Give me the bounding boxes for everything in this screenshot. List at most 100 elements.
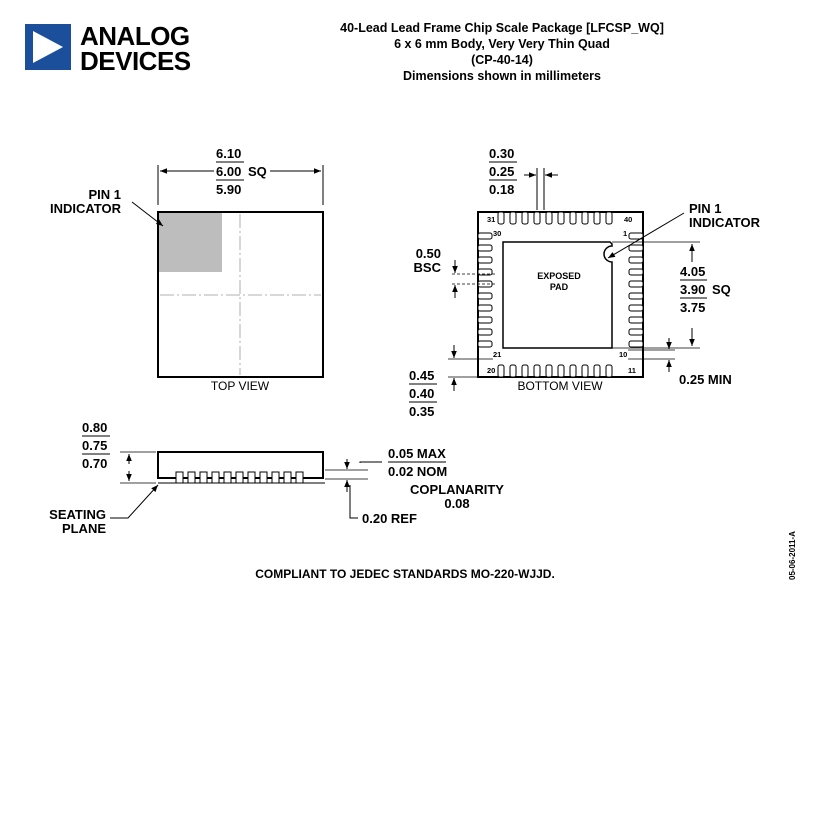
header-line-4: Dimensions shown in millimeters bbox=[403, 69, 601, 83]
height-max: 0.80 bbox=[82, 420, 107, 435]
lead-width-nom: 0.25 bbox=[489, 164, 514, 179]
pitch-value: 0.50 bbox=[416, 246, 441, 261]
analog-devices-logo: ANALOG DEVICES bbox=[25, 21, 191, 76]
edge-min-label: 0.25 MIN bbox=[679, 372, 732, 387]
bottom-pin1-label-2: INDICATOR bbox=[689, 215, 761, 230]
lead-bottom bbox=[557, 364, 565, 378]
lead-top bbox=[569, 211, 577, 225]
lead-length-max: 0.45 bbox=[409, 368, 434, 383]
lead-bottom bbox=[545, 364, 553, 378]
side-leads bbox=[175, 471, 304, 484]
pad-dim-min: 3.75 bbox=[680, 300, 705, 315]
coplanarity-value: 0.08 bbox=[444, 496, 469, 511]
lead-top bbox=[521, 211, 529, 225]
header-line-1: 40-Lead Lead Frame Chip Scale Package [L… bbox=[340, 21, 664, 35]
logo-word-analog: ANALOG bbox=[80, 21, 190, 51]
exposed-pad-label-1: EXPOSED bbox=[537, 271, 581, 281]
side-lead bbox=[187, 471, 196, 484]
lead-right bbox=[628, 292, 644, 300]
lead-bottom bbox=[593, 364, 601, 378]
pin-number-21: 21 bbox=[493, 350, 501, 359]
lead-right bbox=[628, 304, 644, 312]
lead-bottom bbox=[521, 364, 529, 378]
lead-top bbox=[533, 211, 541, 225]
side-lead bbox=[271, 471, 280, 484]
lead-left bbox=[477, 256, 493, 264]
lead-bottom bbox=[497, 364, 505, 378]
seating-plane-leader bbox=[110, 484, 159, 519]
top-pin1-label-2: INDICATOR bbox=[50, 201, 122, 216]
exposed-pad-label-2: PAD bbox=[550, 282, 569, 292]
bottom-view-caption: BOTTOM VIEW bbox=[517, 379, 603, 393]
top-dim-nom: 6.00 bbox=[216, 164, 241, 179]
lead-width-max: 0.30 bbox=[489, 146, 514, 161]
side-lead bbox=[247, 471, 256, 484]
pin-number-20: 20 bbox=[487, 366, 495, 375]
side-lead bbox=[259, 471, 268, 484]
lead-length-min: 0.35 bbox=[409, 404, 434, 419]
lead-bottom bbox=[509, 364, 517, 378]
lead-top bbox=[497, 211, 505, 225]
pin-number-1: 1 bbox=[623, 229, 627, 238]
standoff-leader bbox=[359, 461, 382, 463]
height-nom: 0.75 bbox=[82, 438, 107, 453]
lead-top bbox=[605, 211, 613, 225]
lead-left bbox=[477, 244, 493, 252]
height-min: 0.70 bbox=[82, 456, 107, 471]
bottom-leads bbox=[477, 211, 644, 378]
lead-right bbox=[628, 340, 644, 348]
seating-plane-label-1: SEATING bbox=[49, 507, 106, 522]
lead-left bbox=[477, 292, 493, 300]
lead-left bbox=[477, 268, 493, 276]
pad-dim-max: 4.05 bbox=[680, 264, 705, 279]
top-pin1-leader bbox=[131, 201, 164, 227]
pin-number-11: 11 bbox=[628, 366, 636, 375]
header-block: 40-Lead Lead Frame Chip Scale Package [L… bbox=[340, 21, 664, 83]
top-dim-max: 6.10 bbox=[216, 146, 241, 161]
pad-dim-suffix: SQ bbox=[712, 282, 731, 297]
top-dim-min: 5.90 bbox=[216, 182, 241, 197]
seating-plane-label-2: PLANE bbox=[62, 521, 106, 536]
lead-bottom bbox=[569, 364, 577, 378]
lead-bottom bbox=[581, 364, 589, 378]
lead-left bbox=[477, 232, 493, 240]
compliance-note: COMPLIANT TO JEDEC STANDARDS MO-220-WJJD… bbox=[255, 567, 555, 581]
lead-right bbox=[628, 256, 644, 264]
lead-left bbox=[477, 328, 493, 336]
lead-bottom bbox=[533, 364, 541, 378]
exposed-pad-outline bbox=[502, 241, 613, 349]
standoff-max: 0.05 MAX bbox=[388, 446, 446, 461]
logo-word-devices: DEVICES bbox=[80, 46, 191, 76]
side-lead bbox=[211, 471, 220, 484]
side-lead bbox=[223, 471, 232, 484]
side-lead bbox=[283, 471, 292, 484]
top-dim-suffix: SQ bbox=[248, 164, 267, 179]
lead-bottom bbox=[605, 364, 613, 378]
bottom-pin1-leader bbox=[607, 212, 685, 259]
side-lead bbox=[175, 471, 184, 484]
side-view: 0.80 0.75 0.70 SEATING PLANE 0.05 MAX 0.… bbox=[49, 420, 504, 536]
lead-top bbox=[581, 211, 589, 225]
lead-width-min: 0.18 bbox=[489, 182, 514, 197]
lead-length-nom: 0.40 bbox=[409, 386, 434, 401]
revision-code: 05-06-2011-A bbox=[788, 531, 797, 580]
side-lead bbox=[235, 471, 244, 484]
lead-left bbox=[477, 304, 493, 312]
top-pin1-label-1: PIN 1 bbox=[88, 187, 121, 202]
top-pin1-indicator-shade bbox=[158, 212, 222, 272]
bottom-pin1-label-1: PIN 1 bbox=[689, 201, 722, 216]
lead-right bbox=[628, 280, 644, 288]
pin-number-10: 10 bbox=[619, 350, 627, 359]
side-lead bbox=[199, 471, 208, 484]
standoff-nom: 0.02 NOM bbox=[388, 464, 447, 479]
lead-right bbox=[628, 268, 644, 276]
lead-right bbox=[628, 244, 644, 252]
lead-top bbox=[593, 211, 601, 225]
top-view: 6.10 6.00 SQ 5.90 PIN 1 INDICATOR TOP VI… bbox=[50, 146, 324, 393]
ref-leader bbox=[349, 485, 358, 519]
pitch-suffix: BSC bbox=[414, 260, 442, 275]
ref-value: 0.20 REF bbox=[362, 511, 417, 526]
bottom-view: EXPOSED PAD 31 40 30 1 21 10 20 11 0.30 … bbox=[409, 146, 761, 419]
lead-right bbox=[628, 232, 644, 240]
